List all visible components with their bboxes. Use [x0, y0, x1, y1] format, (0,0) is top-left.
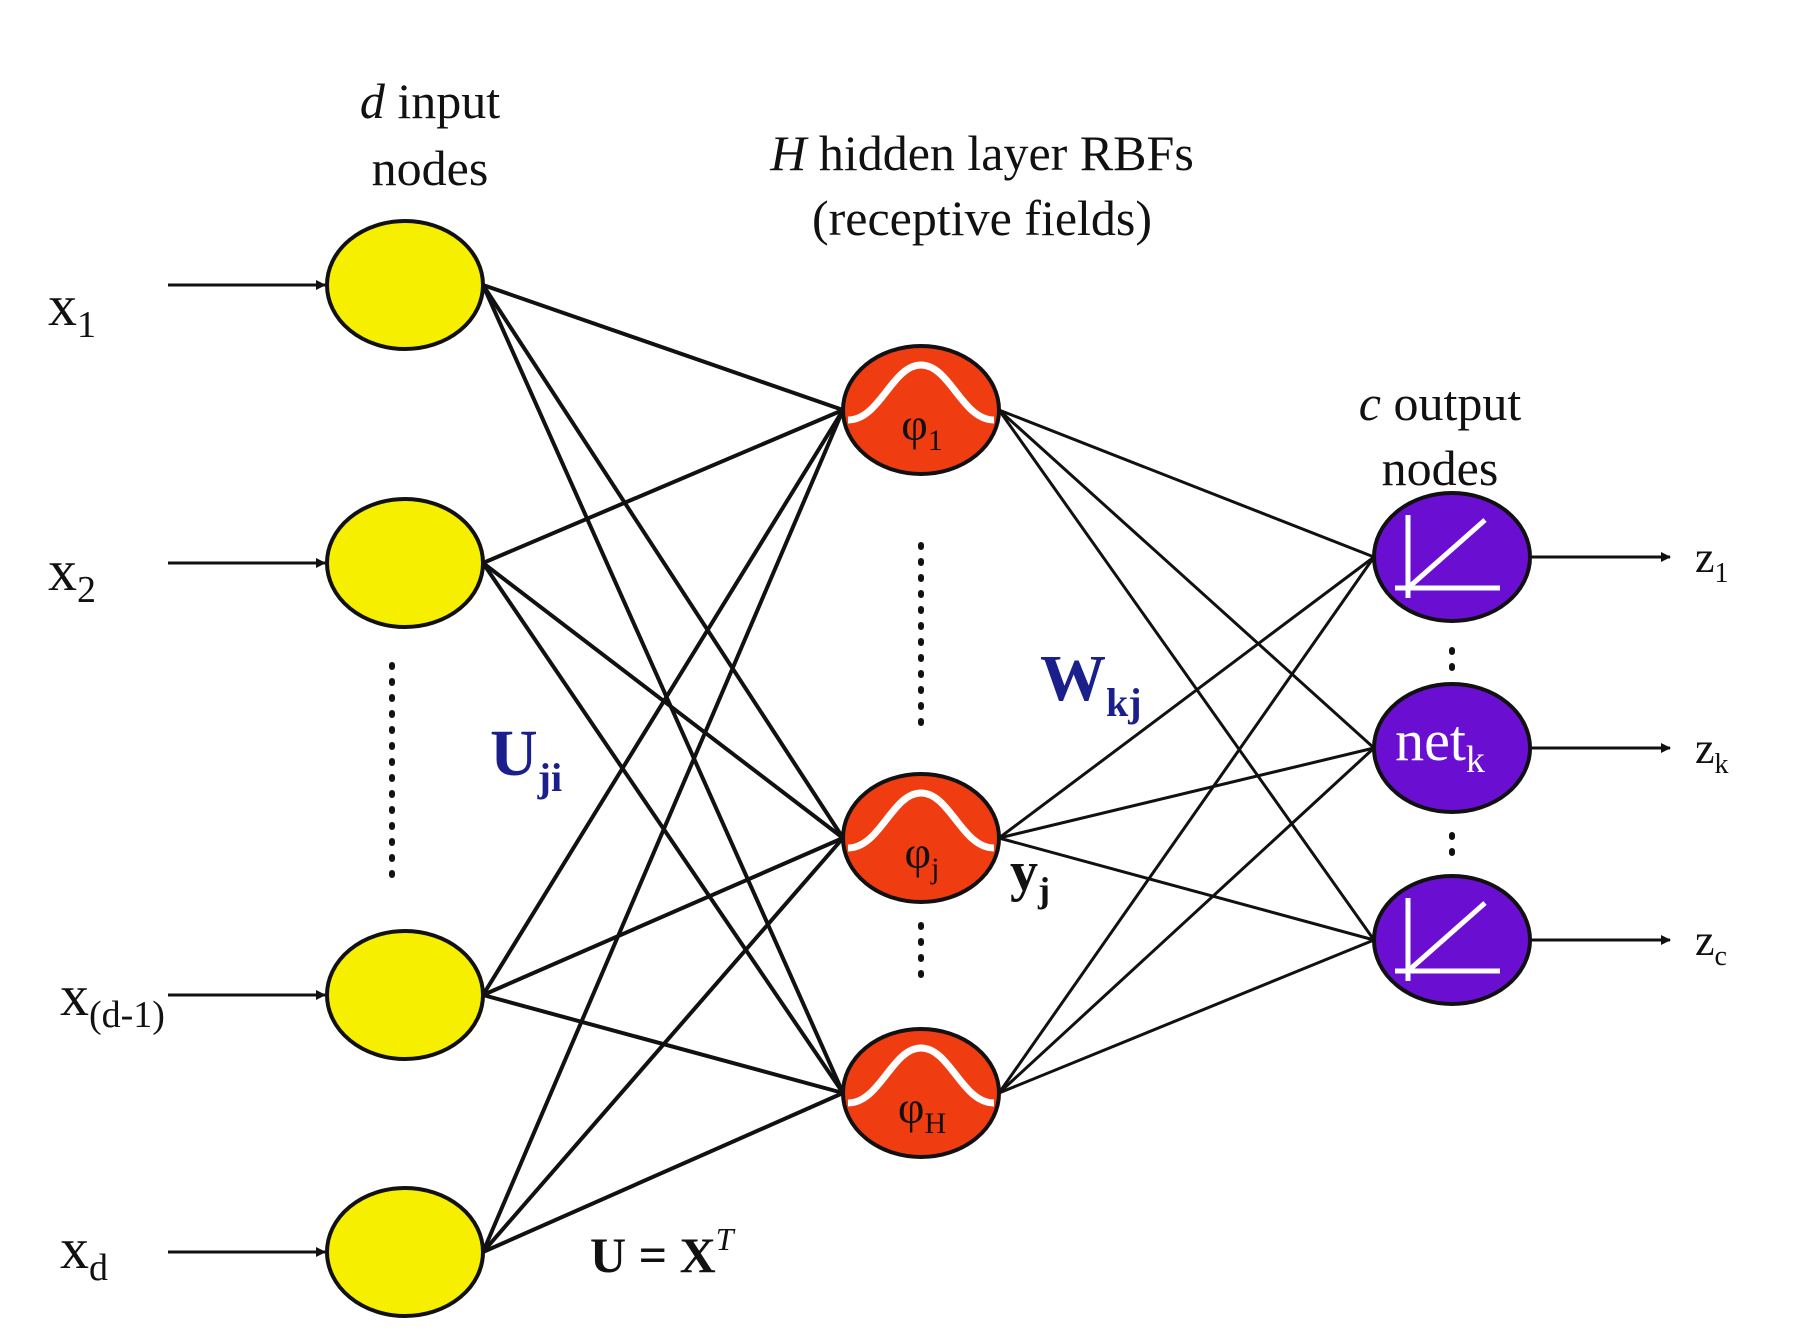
connection-edge: [482, 1091, 844, 1254]
gaussian-curve-icon: [847, 361, 995, 424]
u-weight-label: Uji: [490, 717, 562, 800]
hidden-heading-line2: (receptive fields): [812, 190, 1152, 246]
connection-edge: [997, 409, 1376, 941]
connection-edge: [481, 836, 845, 1254]
output-label: zk: [1695, 724, 1729, 780]
connection-edge: [481, 408, 845, 997]
connection-edge: [482, 836, 844, 997]
hidden-node: [841, 772, 1001, 904]
output-node: [1372, 874, 1532, 1006]
equation-label: U = XT: [590, 1221, 736, 1283]
input-node: [325, 1186, 485, 1318]
output-label: zc: [1695, 916, 1727, 972]
connection-edges: [481, 283, 1376, 1254]
connection-edge: [998, 938, 1375, 1095]
input-label: x2: [48, 538, 96, 611]
connection-edge: [482, 408, 844, 565]
connection-edge: [997, 408, 1376, 750]
hidden-node-label: φ1: [901, 399, 943, 457]
input-label: x(d-1): [60, 963, 165, 1036]
hidden-layer: [841, 344, 1001, 1159]
connection-edge: [482, 283, 844, 412]
output-heading: c output: [1359, 375, 1522, 431]
hidden-node-label: φH: [898, 1082, 946, 1140]
input-node: [325, 219, 485, 351]
connection-edge: [998, 746, 1375, 840]
hidden-heading: H hidden layer RBFs: [769, 125, 1194, 181]
connection-edge: [481, 409, 845, 1253]
input-heading-line2: nodes: [372, 140, 489, 196]
linear-activation-icon: [1395, 515, 1500, 598]
hidden-node: [841, 1027, 1001, 1159]
net-label: netk: [1395, 708, 1485, 781]
connection-edge: [481, 284, 845, 1094]
linear-activation-icon: [1395, 898, 1500, 981]
connection-edge: [998, 555, 1375, 840]
connection-edge: [998, 836, 1375, 942]
output-label: z1: [1695, 533, 1729, 589]
input-label: xd: [60, 1216, 108, 1289]
input-heading: d input: [360, 73, 500, 129]
input-layer: [325, 219, 485, 1318]
connection-edge: [997, 556, 1376, 1094]
gaussian-curve-icon: [847, 789, 995, 852]
gaussian-curve-icon: [847, 1044, 995, 1107]
hidden-node: [841, 344, 1001, 476]
input-label: x1: [48, 273, 96, 346]
y-output-label: yj: [1010, 841, 1050, 910]
output-layer: [1372, 491, 1532, 1006]
hidden-node-label: φj: [905, 827, 940, 885]
w-weight-label: Wkj: [1040, 642, 1142, 725]
output-arrows: [1530, 552, 1671, 945]
connection-edge: [481, 283, 845, 840]
input-arrows: [168, 280, 326, 1257]
ellipsis-marks: [389, 542, 1455, 988]
input-node: [325, 929, 485, 1061]
connection-edge: [997, 746, 1376, 1095]
output-heading-line2: nodes: [1382, 440, 1499, 496]
input-node: [325, 497, 485, 629]
connection-edge: [998, 408, 1375, 559]
output-node: [1372, 491, 1532, 623]
